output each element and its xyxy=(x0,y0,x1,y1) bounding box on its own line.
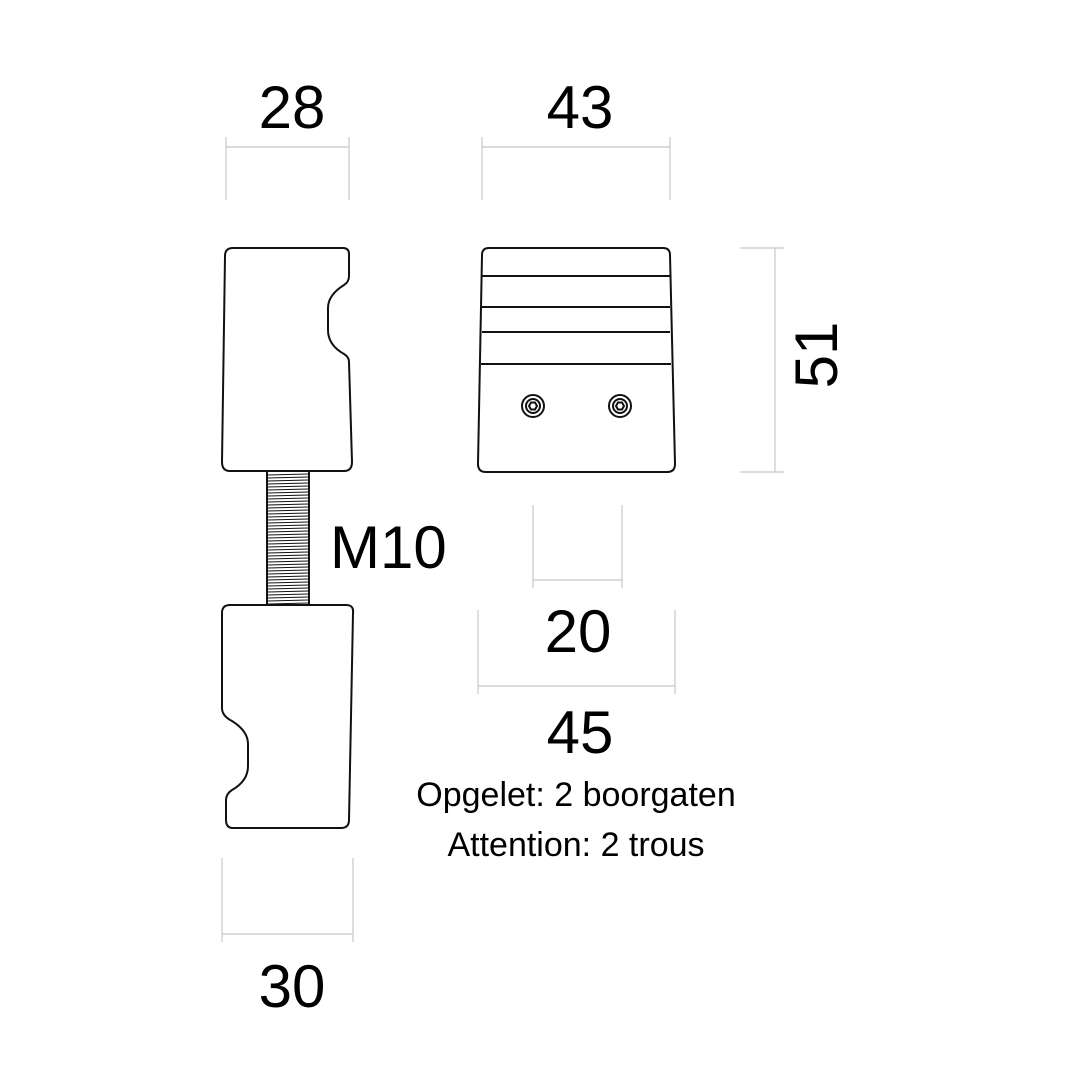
thread-line xyxy=(267,497,309,500)
thread-line xyxy=(267,569,309,572)
thread-line xyxy=(267,593,309,596)
top-knob xyxy=(220,247,354,472)
mounting-plate xyxy=(476,247,677,473)
thread-line xyxy=(267,584,309,587)
thread-line xyxy=(267,512,309,515)
thread-line xyxy=(267,578,309,581)
thread-size-label: M10 xyxy=(330,514,447,581)
dimension-hole-spacing: 20 xyxy=(545,598,612,665)
thread-line xyxy=(267,485,309,488)
thread-line xyxy=(267,494,309,497)
note-dutch: Opgelet: 2 boorgaten xyxy=(416,776,735,814)
thread-line xyxy=(267,548,309,551)
thread-line xyxy=(267,479,309,482)
thread-line xyxy=(267,488,309,491)
dimension-plate-width: 43 xyxy=(547,74,614,141)
thread-line xyxy=(267,473,309,476)
thread-line xyxy=(267,503,309,506)
thread-line xyxy=(267,575,309,578)
thread-line xyxy=(267,482,309,485)
thread-line xyxy=(267,602,309,605)
dimension-lines xyxy=(221,137,784,942)
thread-line xyxy=(267,542,309,545)
thread-line xyxy=(267,560,309,563)
thread-line xyxy=(267,530,309,533)
thread-line xyxy=(267,527,309,530)
thread-line xyxy=(267,587,309,590)
screw-hole-right xyxy=(608,394,632,418)
dimension-knob-top-width: 28 xyxy=(259,74,326,141)
dimension-knob-bottom-width: 30 xyxy=(259,953,326,1020)
thread-line xyxy=(267,524,309,527)
thread-line xyxy=(267,521,309,524)
thread-line xyxy=(267,476,309,479)
thread-line xyxy=(267,545,309,548)
thread-line xyxy=(267,536,309,539)
thread-line xyxy=(267,509,309,512)
thread-line xyxy=(267,596,309,599)
thread-line xyxy=(267,515,309,518)
thread-line xyxy=(267,590,309,593)
note-french: Attention: 2 trous xyxy=(447,826,704,864)
thread-line xyxy=(267,557,309,560)
thread-line xyxy=(267,599,309,602)
thread-line xyxy=(267,581,309,584)
threaded-rod xyxy=(266,470,310,606)
thread-line xyxy=(267,551,309,554)
dimension-plate-base-width: 45 xyxy=(547,699,614,766)
thread-line xyxy=(267,533,309,536)
thread-line xyxy=(267,572,309,575)
thread-line xyxy=(267,518,309,521)
thread-line xyxy=(267,506,309,509)
thread-line xyxy=(267,566,309,569)
screw-hole-left xyxy=(521,394,545,418)
thread-line xyxy=(267,554,309,557)
dimension-plate-height: 51 xyxy=(783,322,850,389)
thread-line xyxy=(267,500,309,503)
bottom-knob xyxy=(221,604,355,829)
thread-line xyxy=(267,539,309,542)
thread-line xyxy=(267,563,309,566)
thread-line xyxy=(267,491,309,494)
